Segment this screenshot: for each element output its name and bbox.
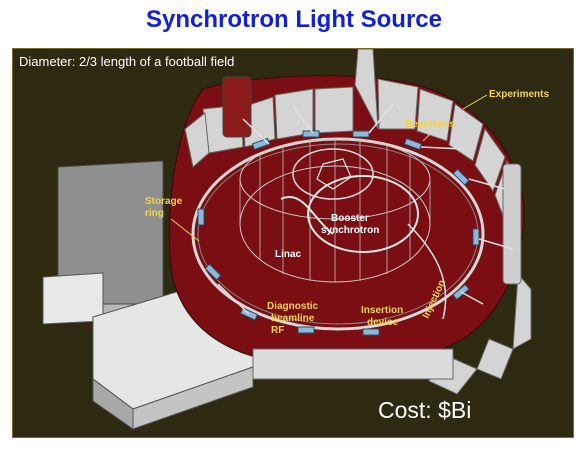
label-rf: RF bbox=[271, 325, 284, 336]
svg-text:device: device bbox=[367, 317, 399, 328]
linac bbox=[280, 196, 334, 235]
label-linac: Linac bbox=[275, 249, 302, 260]
diameter-caption: Diameter: 2/3 length of a football field bbox=[19, 54, 235, 69]
page-title: Synchrotron Light Source bbox=[145, 6, 442, 33]
label-diagnostic: Diagnostic bbox=[267, 301, 319, 312]
synchrotron-diagram: Experiments Beamlines Storage ring Boost… bbox=[42, 49, 549, 430]
label-experiments: Experiments bbox=[489, 89, 549, 100]
svg-text:synchrotron: synchrotron bbox=[321, 225, 379, 236]
svg-text:beamline: beamline bbox=[271, 313, 315, 324]
beamlines bbox=[217, 103, 514, 315]
label-storage-ring: Storage bbox=[145, 196, 183, 207]
svg-text:ring: ring bbox=[145, 208, 164, 219]
injection-path bbox=[407, 223, 447, 320]
label-insertion: Insertion bbox=[361, 305, 403, 316]
diagram-frame: Experiments Beamlines Storage ring Boost… bbox=[12, 48, 574, 438]
cost-label: Cost: $Bi bbox=[378, 397, 472, 423]
label-beamlines: Beamlines bbox=[405, 119, 455, 130]
front-wall bbox=[252, 348, 454, 380]
label-booster: Booster bbox=[331, 213, 369, 224]
booster-ring bbox=[307, 175, 419, 253]
